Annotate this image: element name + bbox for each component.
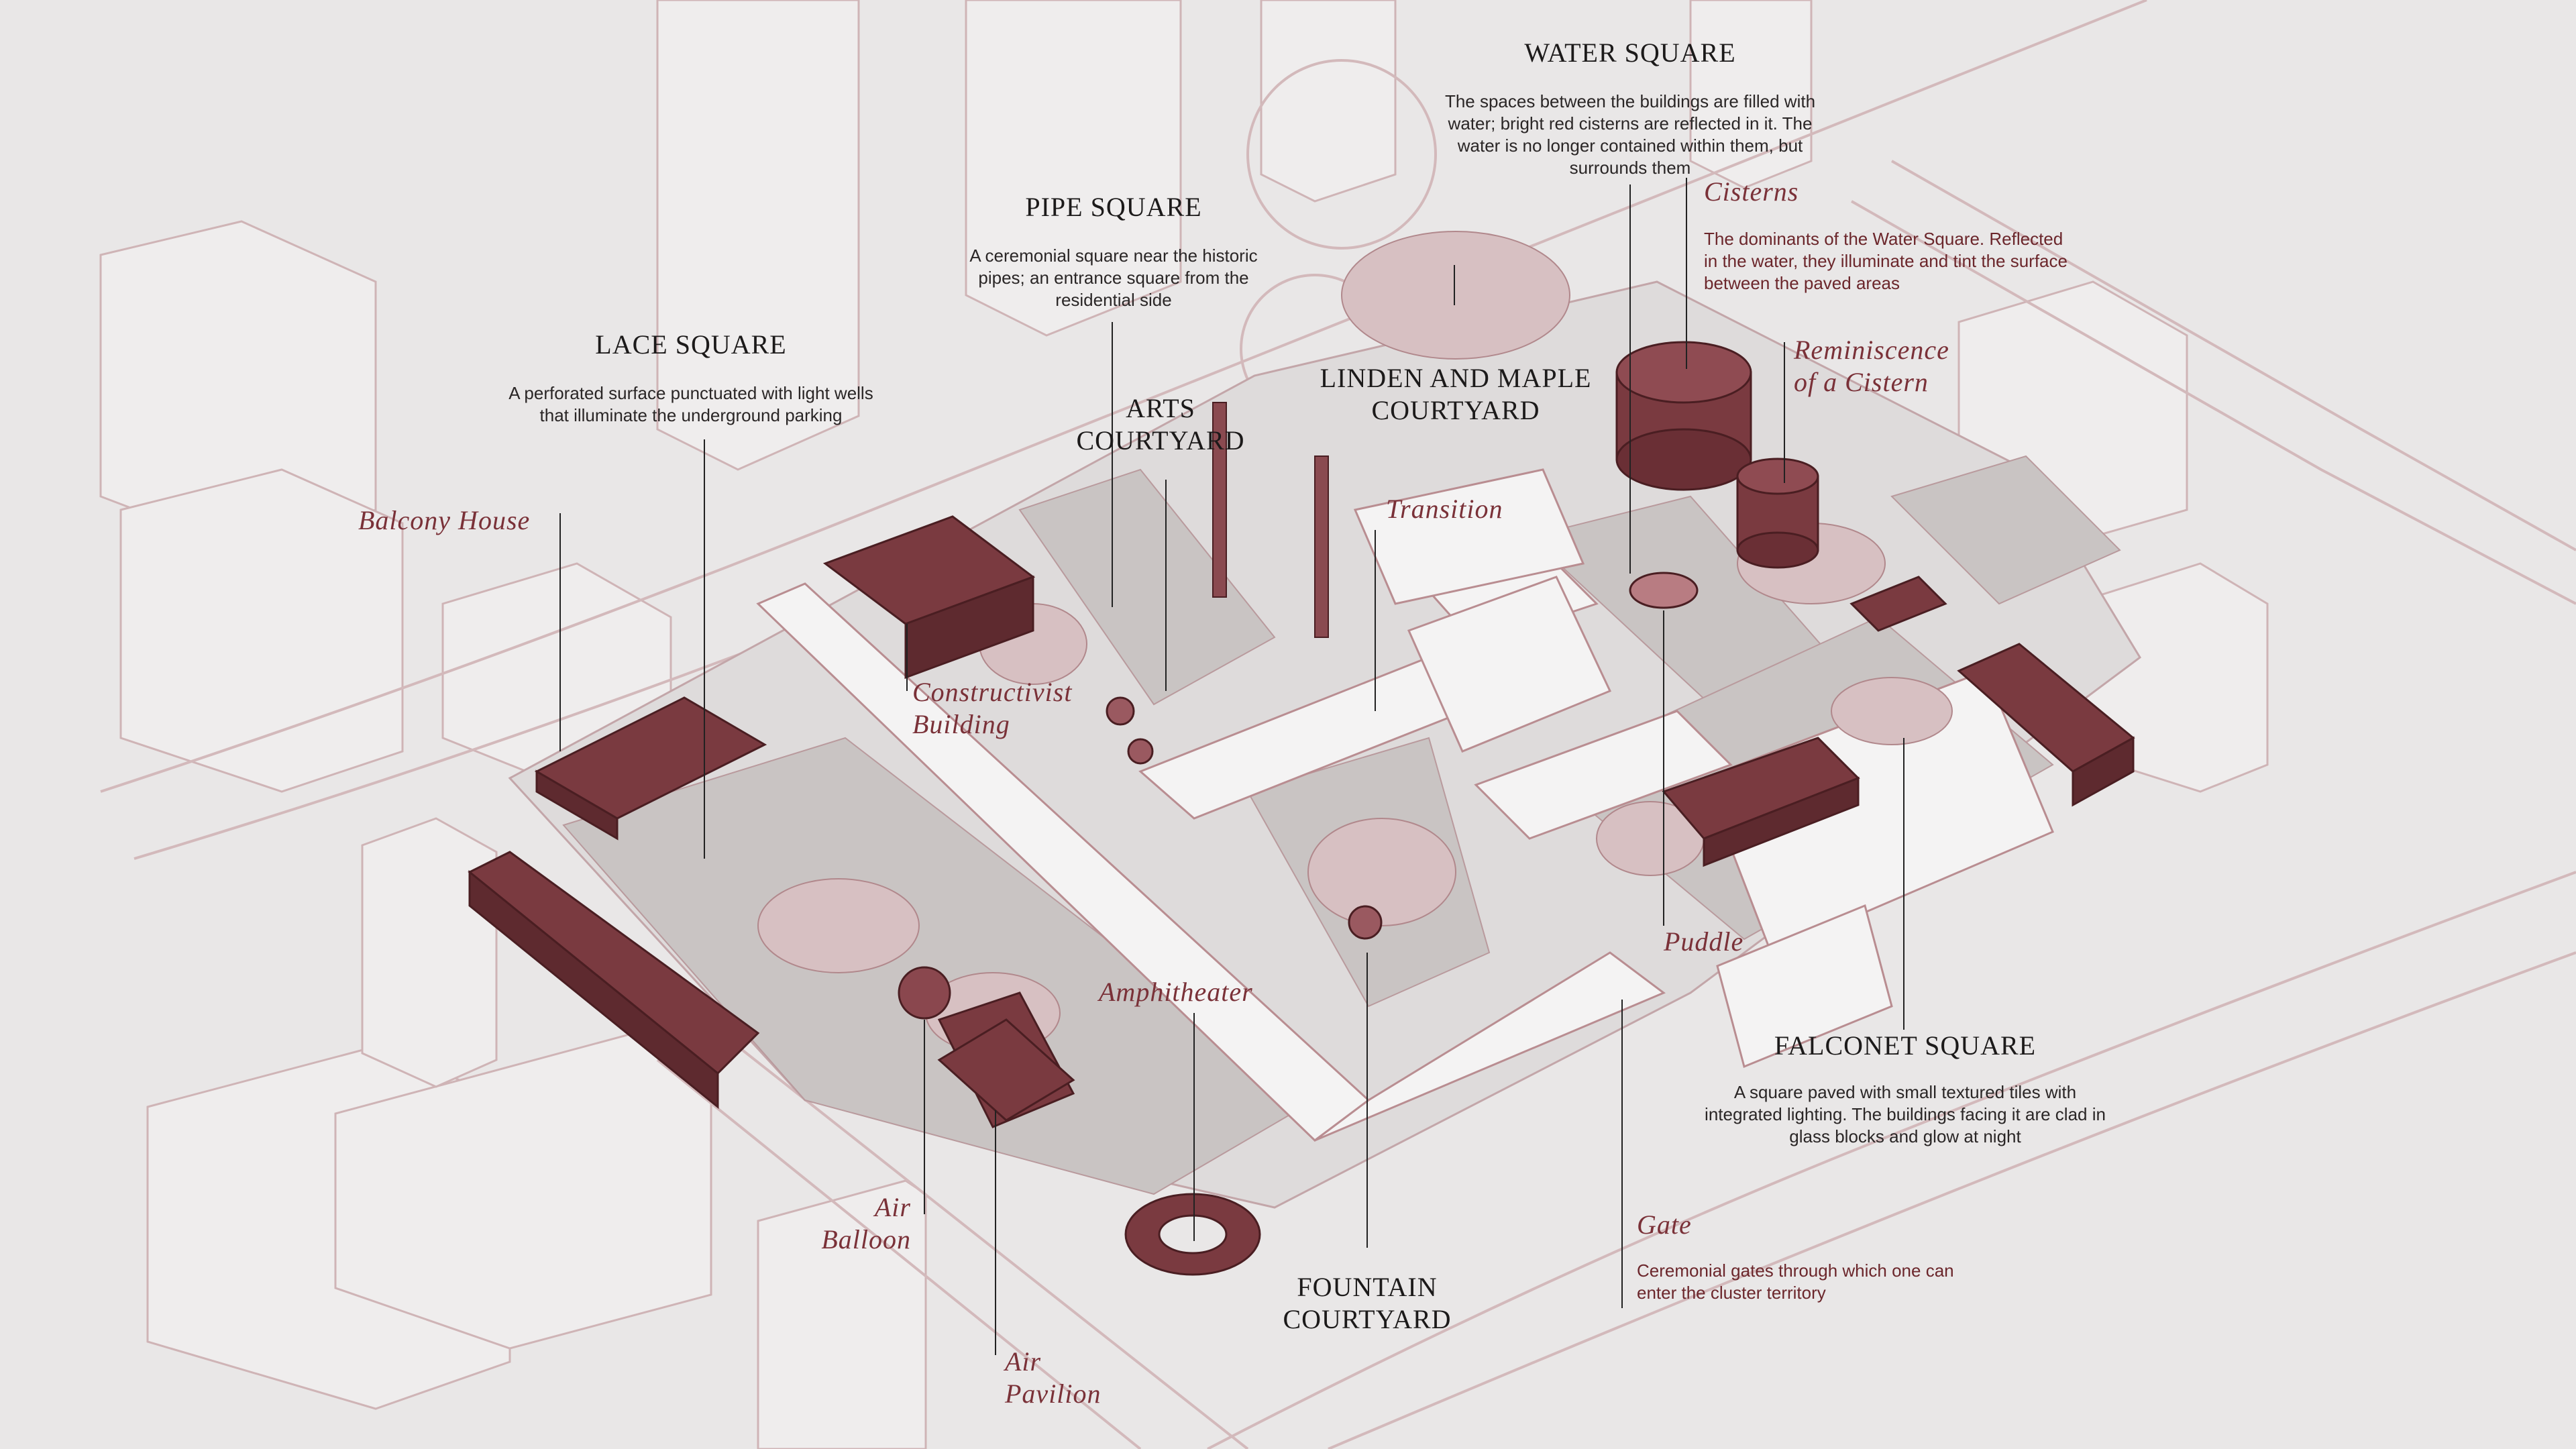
balcony-house-label: Balcony House <box>358 505 531 535</box>
accent-buildings <box>468 515 2135 1128</box>
air-pavilion-label: Air Pavilion <box>1005 1346 1102 1409</box>
cisterns <box>1615 341 1819 569</box>
air-balloon-label: Air Balloon <box>821 1192 911 1254</box>
chimneys <box>1212 402 1329 638</box>
cisterns-description: The dominants of the Water Square. Refle… <box>1704 229 2068 293</box>
water-square-description: The spaces between the buildings are fil… <box>1444 91 1816 178</box>
gate-description: Ceremonial gates through which one can e… <box>1637 1260 1954 1303</box>
pipe-square-heading: PIPE SQUARE <box>1025 192 1202 222</box>
background-towers <box>99 0 2269 1449</box>
falconet-square-heading: FALCONET SQUARE <box>1774 1030 2037 1061</box>
transition-label: Transition <box>1386 494 1503 524</box>
constructivist-label: Constructivist Building <box>912 677 1073 739</box>
accent-objects <box>898 572 1699 1276</box>
white-buildings <box>756 468 2054 1142</box>
water-square-heading: WATER SQUARE <box>1524 38 1736 68</box>
pipe-square-description: A ceremonial square near the historic pi… <box>969 246 1258 310</box>
streets <box>100 0 2576 1449</box>
arts-courtyard-heading: ARTS COURTYARD <box>1076 393 1245 455</box>
gate-label: Gate <box>1637 1210 1692 1240</box>
linden-maple-heading: LINDEN AND MAPLE COURTYARD <box>1320 363 1592 425</box>
falconet-square-description: A square paved with small textured tiles… <box>1705 1082 2106 1146</box>
puddle-label: Puddle <box>1664 926 1744 957</box>
lace-square-description: A perforated surface punctuated with lig… <box>508 383 873 425</box>
cisterns-label: Cisterns <box>1704 176 1799 207</box>
leader-lines <box>559 178 1904 1355</box>
reminiscence-label: Reminiscence of a Cistern <box>1794 335 1949 397</box>
lace-square-heading: LACE SQUARE <box>595 329 787 360</box>
fountain-courtyard-heading: FOUNTAIN COURTYARD <box>1283 1272 1452 1334</box>
amphitheater-label: Amphitheater <box>1099 977 1253 1007</box>
